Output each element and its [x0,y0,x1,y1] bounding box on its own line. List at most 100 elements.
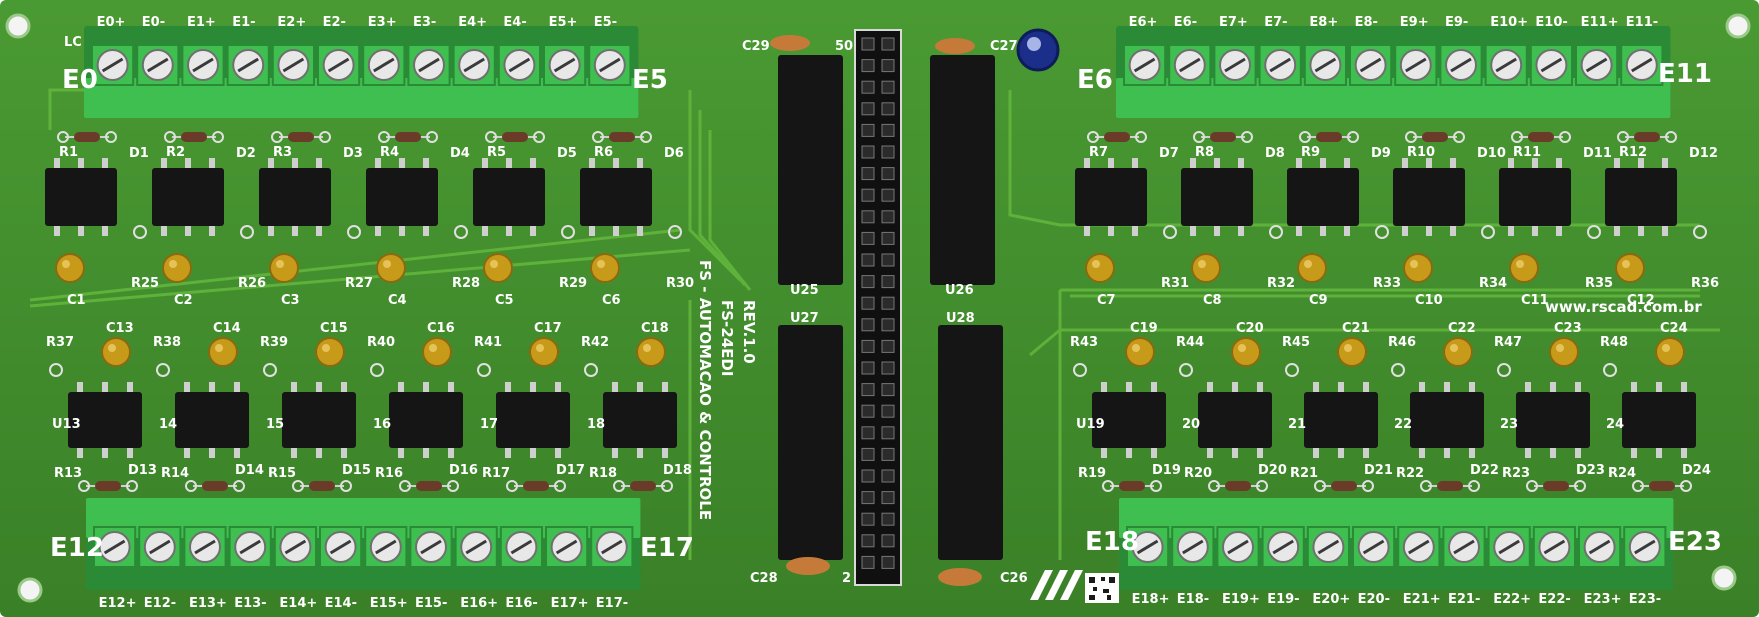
chip-pin [1614,158,1620,168]
solder-pad [1314,480,1326,492]
solder-pad [584,363,598,377]
silkscreen-e12: E12 [50,533,104,563]
resistor-body [1210,132,1236,142]
ceramic-capacitor [315,337,345,367]
chip-pin [1450,158,1456,168]
resistor-body [288,132,314,142]
capacitor-c28 [786,557,830,575]
solder-pad [1453,131,1465,143]
ceramic-capacitor [208,337,238,367]
chip-pin [209,382,215,392]
chip-pin [1207,448,1213,458]
chip-pin [1313,448,1319,458]
silkscreen-revision: REV.1.0 [740,300,758,364]
solder-pad [1680,480,1692,492]
screw-slot-icon [1227,539,1249,555]
ceramic-capacitor [1191,253,1221,283]
ceramic-capacitor-shine [429,344,437,352]
terminal-label: E23+ [1584,592,1622,607]
label-u26: U26 [945,283,974,298]
solder-pad [212,131,224,143]
solder-pad [57,131,69,143]
chip-pin [292,226,298,236]
solder-pad [1468,480,1480,492]
label-resistor: R47 [1494,335,1522,350]
screw-slot-icon [375,539,397,555]
chip-pin [1338,382,1344,392]
chip-pin [185,226,191,236]
solder-pad [399,480,411,492]
optocoupler-chip [580,168,652,226]
capacitor-c26 [938,568,982,586]
label-diode: D19 [1152,463,1181,478]
label-resistor: R11 [1513,145,1541,160]
chip-pin [1419,448,1425,458]
label-diode: D2 [236,146,256,161]
label-resistor: R4 [380,145,399,160]
chip-pin [316,382,322,392]
screw-slot-icon [1450,57,1472,73]
solder-pad [1603,363,1617,377]
ceramic-capacitor [590,253,620,283]
terminal-block-top-right: E6+E6-E7+E7-E8+E8-E9+E9-E10+E10-E11+E11- [1116,15,1671,118]
ceramic-capacitor-shine [1450,344,1458,352]
header-pin [861,167,875,181]
terminal-label: E20- [1358,592,1390,607]
solder-pad [240,225,254,239]
screw-slot-icon [1224,57,1246,73]
screw-slot-icon [463,57,485,73]
solder-pad [1391,363,1405,377]
chip-pin [161,226,167,236]
header-pin [881,534,895,548]
electrolytic-capacitor-top [1027,37,1041,51]
chip-pin [1469,448,1475,458]
ceramic-capacitor [1615,253,1645,283]
screw-slot-icon [1269,57,1291,73]
screw-slot-icon [1136,539,1159,555]
chip-pin [1662,226,1668,236]
header-pin [881,383,895,397]
resistor-body [609,132,635,142]
mounting-holes [5,13,1751,603]
terminal-label: E19+ [1222,592,1260,607]
ceramic-capacitor [1297,253,1327,283]
label-capacitor: C3 [281,293,300,308]
silkscreen-e17: E17 [640,533,694,563]
chip-pin [292,158,298,168]
label-resistor: R25 [131,276,159,291]
ceramic-capacitor [636,337,666,367]
terminal-label: E21+ [1403,592,1441,607]
header-pin [881,296,895,310]
header-pin [881,102,895,116]
screw-slot-icon [1495,57,1517,73]
solder-pad [271,131,283,143]
terminal-label: E7+ [1219,15,1248,30]
label-capacitor: C6 [602,293,621,308]
terminal-label: E15- [415,596,447,611]
ceramic-capacitor [55,253,85,283]
chip-pin [209,448,215,458]
chip-pin [209,158,215,168]
silkscreen-e18: E18 [1085,527,1139,557]
chip-pin [448,382,454,392]
chip-pin [1556,158,1562,168]
label-capacitor: C8 [1203,293,1222,308]
solder-pad [1299,131,1311,143]
label-diode: D4 [450,146,470,161]
optocoupler-chip [1198,392,1272,448]
header-pin [881,426,895,440]
resistor-body [1316,132,1342,142]
label-ic: U19 [1076,417,1105,432]
chip-pin [1662,158,1668,168]
terminal-label: E6- [1174,15,1197,30]
solder-pad [1559,131,1571,143]
silkscreen-e6: E6 [1077,65,1113,95]
optocoupler-chip [1075,168,1147,226]
solder-pad [1269,225,1283,239]
